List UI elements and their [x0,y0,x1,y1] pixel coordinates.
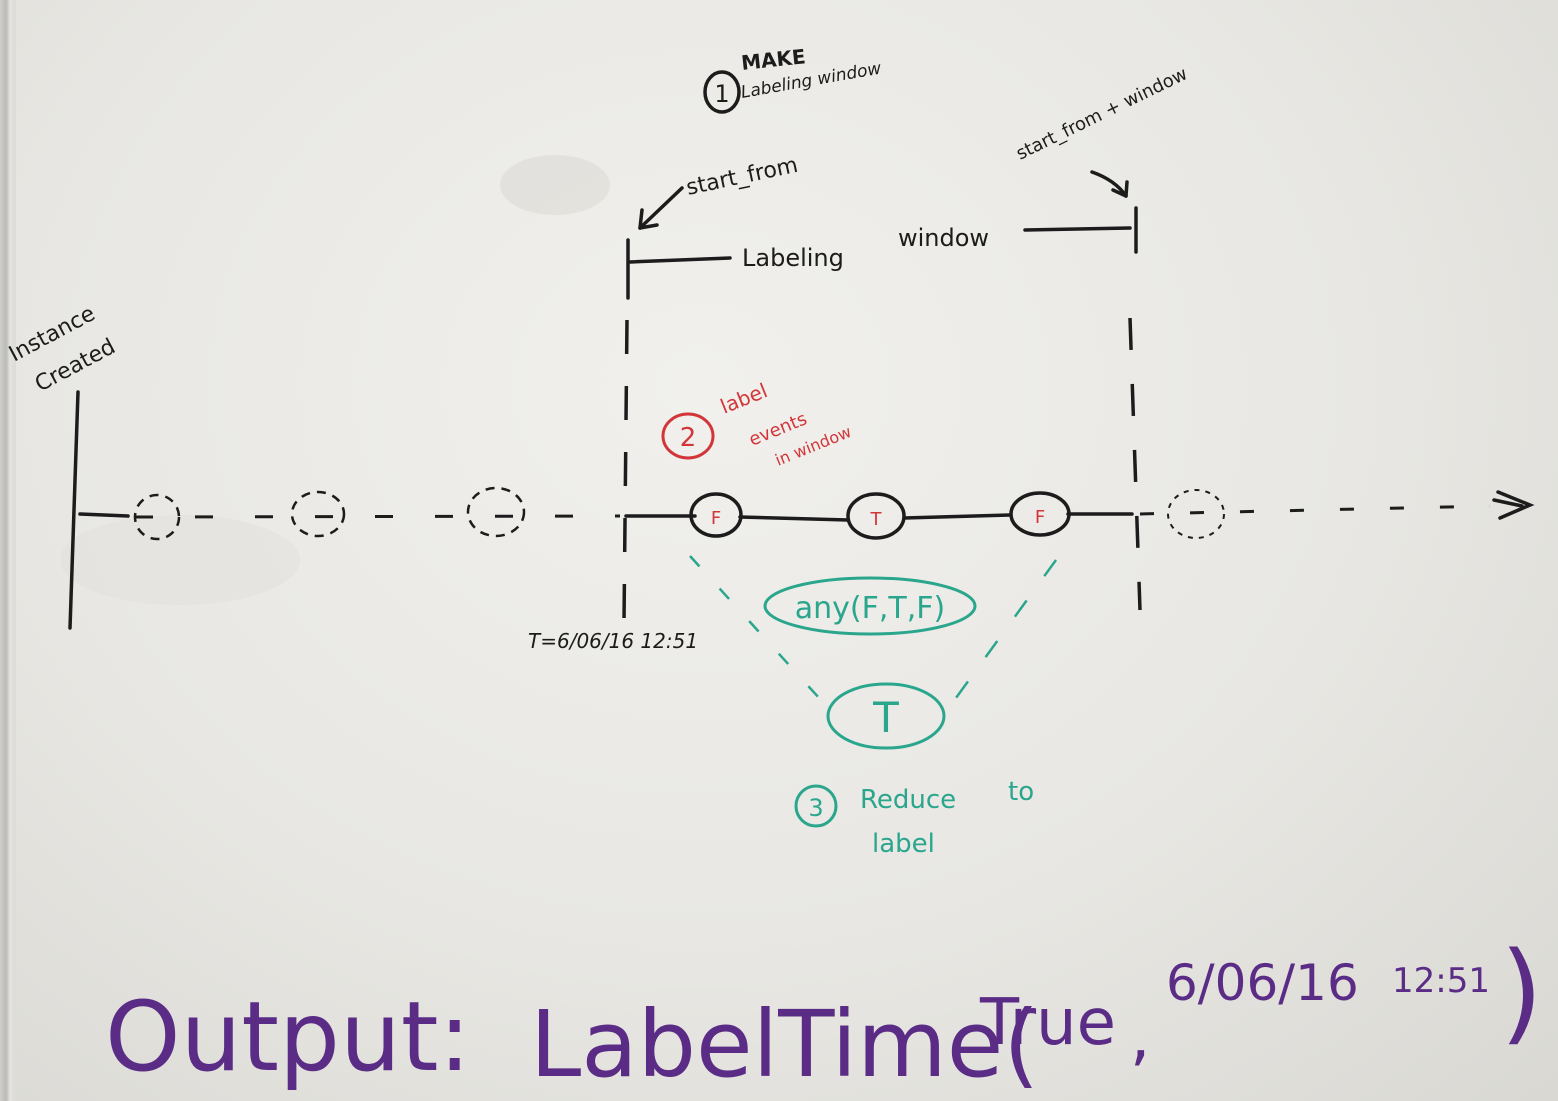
output-separator: , [1130,1000,1150,1074]
future-event-circle [1167,489,1225,539]
event-nodes: F T F [689,491,1071,540]
event-node [1009,491,1071,537]
start-from-window-annotation: start_from + window [1013,63,1191,198]
labeling-window-right-text: window [898,224,989,252]
timeline-dashed-past [134,514,621,519]
event-value: F [1035,507,1045,528]
window-end-boundary [1128,317,1142,611]
arrowhead-icon [638,208,659,230]
start-from-window-label: start_from + window [1013,63,1191,164]
step3-reduce-text: Reduce [860,785,956,815]
start-from-arrow [638,186,684,230]
timeline [78,486,1535,541]
reduce-funnel-right [938,559,1058,721]
step2-label-text: label [717,378,771,418]
labeling-window-left-text: Labeling [742,244,844,272]
timeline-dashed-future [1139,504,1491,516]
timeline-window-segment [624,512,1134,522]
instance-vertical-line [68,390,80,630]
event-value: T [870,509,883,530]
output-arg-true: True [979,986,1116,1060]
reduced-label-value: T [872,693,899,742]
output-arg-time: 12:51 [1392,961,1490,1001]
step3-circle [794,784,838,828]
board-frame-edge [0,0,16,1101]
step2-annotation: 2 label events in window [661,378,854,470]
timeline-segment [78,512,130,518]
event-value: F [711,508,721,529]
reduce-expression-oval [763,576,977,636]
step2-number: 2 [680,423,697,453]
start-from-label: start_from [684,153,800,201]
step2-circle [661,412,715,460]
reduced-label: T [826,682,946,750]
output-prefix: Output: [105,981,471,1093]
step3-label-text: label [872,829,935,859]
labeling-window-bracket: Labeling window [626,206,1138,300]
step3-annotation: 3 Reduce to label [794,777,1034,859]
output-arg-date: 6/06/16 [1166,954,1359,1012]
window-start-boundary [622,319,629,623]
step3-to-text: to [1008,777,1034,807]
step3-number: 3 [808,794,823,822]
timeline-arrowhead-icon [1492,490,1535,520]
reduce-funnel-left [689,555,831,711]
start-from-annotation: start_from [638,153,800,230]
step1-annotation: 1 MAKE Labeling window [703,44,883,114]
output-line: Output: LabelTime( True , 6/06/16 12:51 … [105,928,1543,1098]
event-node [689,492,743,538]
output-close-paren: ) [1500,928,1543,1056]
step1-make-text: MAKE [740,44,807,75]
past-event-circle [466,486,526,538]
output-function: LabelTime( [530,991,1039,1098]
arrowhead-icon [1111,180,1129,198]
eraser-smudge [500,155,610,215]
reduced-label-oval [826,682,946,750]
event-node [846,492,906,540]
reduce-expression-text: any(F,T,F) [795,591,945,626]
window-bracket-right [1023,226,1132,232]
step1-number: 1 [714,80,729,108]
past-event-circle [290,490,346,538]
reduce-expression: any(F,T,F) [763,576,977,636]
timestamp-label: T=6/06/16 12:51 [528,629,698,653]
past-event-circle [133,493,181,541]
window-bracket-left [628,256,732,264]
eraser-smudge [60,515,300,605]
step1-circle [703,70,741,114]
